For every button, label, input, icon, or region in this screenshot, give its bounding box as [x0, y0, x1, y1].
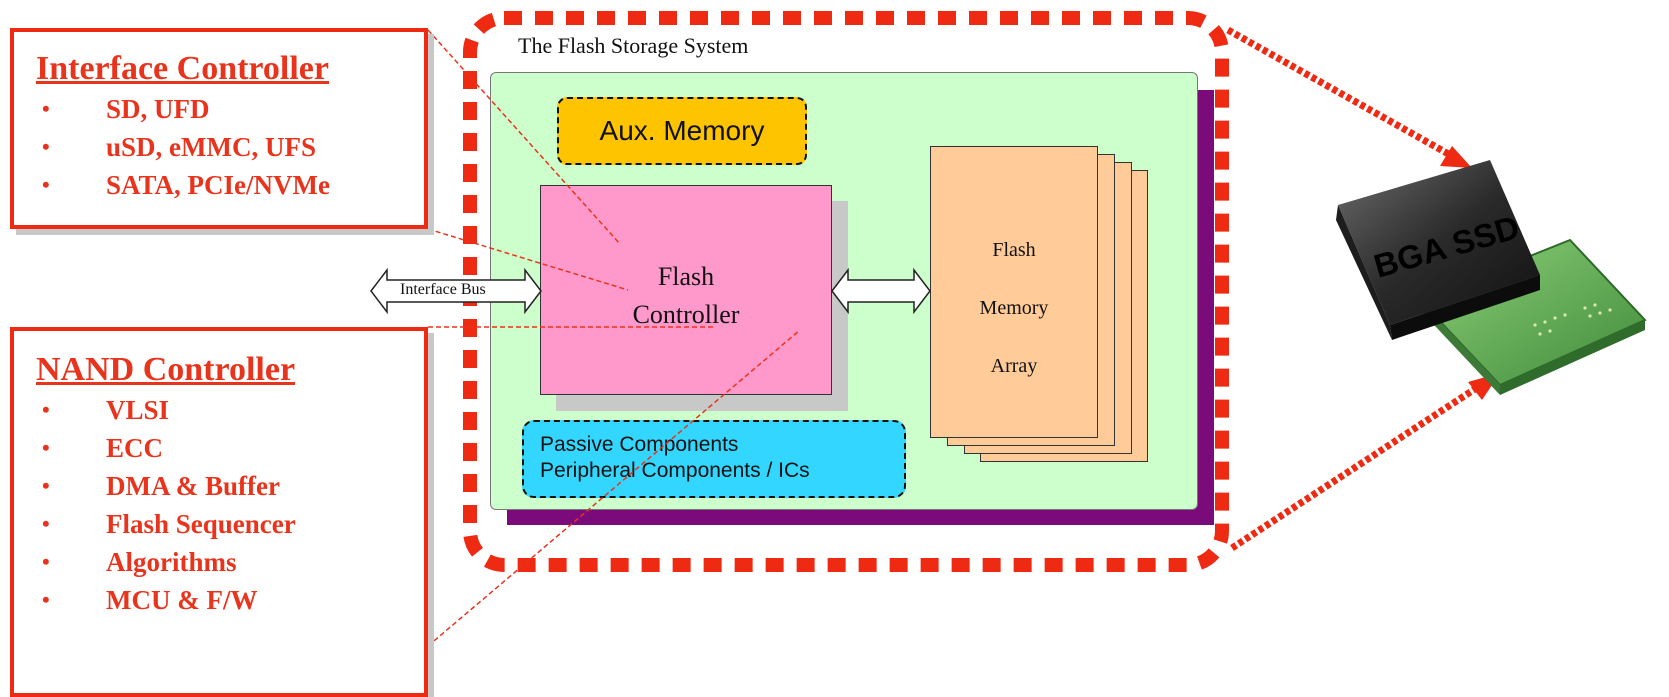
passive-line1: Passive Components: [540, 433, 739, 456]
nand-item: •VLSI: [42, 395, 170, 425]
passive-line2: Peripheral Components / ICs: [540, 459, 810, 482]
nand-item: •Algorithms: [42, 547, 237, 577]
controller-memory-arrow: [831, 267, 931, 315]
nand-item: •ECC: [42, 433, 164, 463]
arrow-to-chip-top: [1226, 26, 1472, 168]
flash-controller-line1: Flash: [657, 262, 715, 291]
system-title: The Flash Storage System: [518, 33, 749, 58]
aux-memory-box: Aux. Memory: [557, 97, 807, 165]
nand-item: •MCU & F/W: [42, 585, 258, 615]
nand-item: •DMA & Buffer: [42, 471, 280, 501]
aux-memory-label: Aux. Memory: [599, 115, 765, 146]
memory-line2: Memory: [979, 297, 1049, 319]
nand-controller-callout: NAND Controller •VLSI •ECC •DMA & Buffer…: [10, 327, 428, 697]
interface-item: •SATA, PCIe/NVMe: [42, 170, 330, 200]
leader-lines: [427, 29, 801, 647]
passive-components-box: Passive Components Peripheral Components…: [522, 420, 906, 498]
memory-line3: Array: [990, 355, 1038, 377]
interface-item: •SD, UFD: [42, 94, 210, 124]
memory-line1: Flash: [992, 239, 1036, 261]
interface-bus-arrow: [370, 267, 542, 315]
bga-ssd-chip-image: BGA SSD: [1336, 160, 1647, 395]
interface-controller-callout: Interface Controller •SD, UFD •uSD, eMMC…: [10, 28, 428, 229]
nand-controller-title: NAND Controller: [36, 351, 296, 388]
flash-controller-box: Flash Controller: [540, 185, 832, 395]
interface-controller-title: Interface Controller: [36, 50, 329, 87]
interface-bus-label: Interface Bus: [400, 281, 486, 298]
flash-controller-line2: Controller: [632, 300, 740, 329]
flash-memory-array-box: Flash Memory Array: [930, 146, 1098, 438]
interface-item: •uSD, eMMC, UFS: [42, 132, 316, 162]
nand-item: •Flash Sequencer: [42, 509, 296, 539]
